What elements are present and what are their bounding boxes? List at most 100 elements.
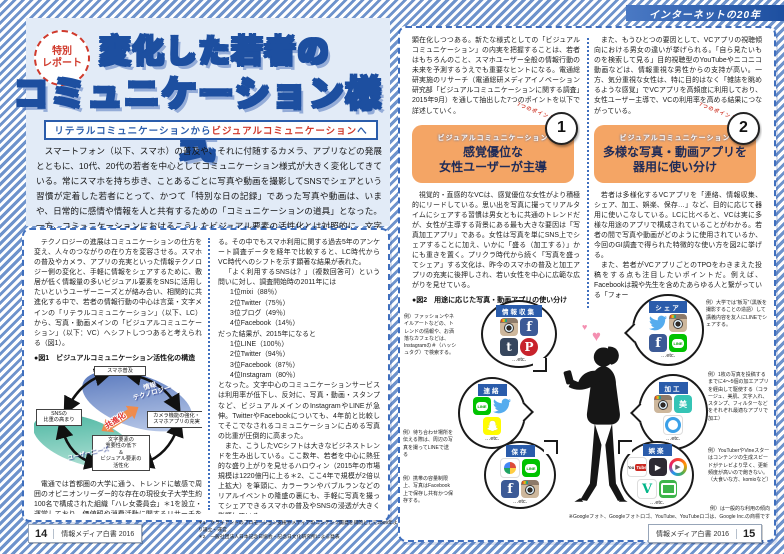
body-paragraph: となった。文字中心のコミュニケーションサービスは利用率が低下し、反対に、写真・動… — [218, 382, 380, 440]
line-icon: LINE — [522, 459, 540, 477]
twitter-icon — [649, 314, 667, 332]
body-paragraph: だった結果が、2015年になると — [218, 330, 316, 338]
bubble-label: 加工 — [658, 382, 688, 394]
bubble-label: 娯楽 — [642, 444, 672, 456]
line-icon: LINE — [669, 334, 687, 352]
facebook-icon: f — [649, 334, 667, 352]
rank-2015-item: 4位Instagram（80％） — [230, 371, 300, 379]
point-number-badge: 1 — [545, 111, 578, 145]
bubble-tail — [533, 358, 547, 372]
point-heading: 感覚優位な 女性ユーザーが主導 — [439, 145, 547, 174]
fig1-node-text-decline: 文字要素の 重要性の低下 ＆ ビジュアル要素の 活性化 — [92, 434, 150, 472]
book-title: 情報メディア白書 2016 — [649, 528, 738, 539]
subtitle-mid: から — [190, 126, 212, 137]
body-paragraph: また、もうひとつの要因として、VCアプリの視聴傾向における男女の違いが挙げられる… — [594, 37, 762, 115]
body-paragraph: 「よく利用するSNSは？」（複数回答可）という問いに対し、調査開始時の2011年… — [218, 269, 380, 287]
point-box-1: 7つのポイント 1 ビジュアルコミュニケーション 感覚優位な 女性ユーザーが主導 — [412, 101, 578, 183]
fig1-node-sns: SNSの 比重の高まり — [36, 408, 82, 426]
etc-label: …etc. — [512, 499, 528, 505]
rank-2015-item: 1位LINE（100％） — [230, 340, 289, 348]
body-paragraph: また、こうしたVCシフトは大きなビジネストレンドを生み出している。ここ数年、若者… — [218, 442, 380, 514]
left-col-1: テクノロジーの進展はコミュニケーションの仕方を変え、人々のつながりの在り方を変容… — [34, 238, 202, 514]
subtitle-prefix: リテラルコミュニケーション — [54, 126, 191, 137]
body-paragraph: 視覚的・直感的なVCは、感覚優位な女性がより積極的にリードしている。思い出を写真… — [412, 191, 580, 290]
body-paragraph: また、若者がVCアプリごとのTPOをわきまえた投稿をする点も注目したいポイントだ… — [594, 262, 762, 300]
snapchat-icon — [483, 417, 501, 435]
page-title-line1: 変化した若者の — [99, 33, 331, 70]
rank-2015-item: 3位Facebook（87％） — [230, 361, 300, 369]
right-article-box: 顕在化しつつある。新たな様式としての「ビジュアルコミュニケーション」の内実を把握… — [398, 26, 776, 542]
body-paragraph: 若者は多様化するVCアプリを「連絡、情報収集、シェア、加工、娯楽、保存…」など、… — [594, 191, 762, 260]
fig1-caption: ●図1 ビジュアルコミュニケーション活性化の構造 — [34, 354, 196, 362]
video-app-icon: ▶ — [649, 458, 667, 476]
subtitle-bar: リテラルコミュニケーションからビジュアルコミュニケーションへ — [44, 120, 378, 140]
bubble-tail — [544, 440, 558, 454]
body-paragraph: 電通では首都圏の大学に通う、トレンドに敏感で周囲のオピニオンリーダー的な存在の現… — [34, 480, 202, 514]
bubble-icons: LINE — [469, 397, 515, 435]
body-paragraph: 顕在化しつつある。新たな様式としての「ビジュアルコミュニケーション」の内実を把握… — [412, 37, 580, 115]
subtitle-accent: ビジュアルコミュニケーション — [211, 126, 358, 137]
column-divider — [587, 38, 589, 308]
green-app-icon — [659, 480, 677, 498]
fig2-note-general: 例）は一般的な利用の傾向 — [709, 506, 770, 512]
right-col-2: また、もうひとつの要因として、VCアプリの視聴傾向における男女の違いが挙げられる… — [594, 36, 762, 320]
beauty-app-icon: 美 — [674, 395, 692, 413]
fig1-node-camera: カメラ機能の強化・ スマホアプリの充実 — [147, 410, 202, 428]
point-box-2: 7つのポイント 2 ビジュアルコミュニケーション 多様な写真・動画アプリを 器用… — [594, 101, 760, 183]
point-number-badge: 2 — [727, 111, 760, 145]
point-tag: ビジュアルコミュニケーション — [619, 135, 731, 143]
twitter-icon — [493, 397, 511, 415]
book-title: 情報メディア白書 2016 — [53, 528, 141, 539]
footnote-2: ＊2 一般社団法人日本記念日協会・記念日文化研究所による発表 — [198, 535, 340, 541]
tumblr-icon: t — [500, 338, 518, 356]
woman-silhouette — [563, 346, 628, 502]
bubble-label: シェア — [649, 301, 687, 313]
fig2-annotation: 例）大学では“板写”（黒板を撮影することの造語）して講義内容を友人にLINEでシ… — [706, 300, 768, 328]
pinterest-icon: P — [520, 338, 538, 356]
facebook-icon: f — [501, 480, 519, 498]
footnotes: ＊1 クライアントのプロモーション支援やメディアのコンテンツ開発を目的として20… — [198, 520, 398, 542]
camera-app-icon — [663, 415, 683, 435]
fig1-node-smartphone: スマホ普及 — [94, 365, 146, 377]
instagram-icon — [500, 318, 518, 336]
fig1-diagram: スマホ普及 カメラ機能の強化・ スマホアプリの充実 文字要素の 重要性の低下 ＆… — [34, 365, 202, 477]
footnote-1: ＊1 クライアントのプロモーション支援やメディアのコンテンツ開発を目的として20… — [198, 521, 398, 534]
etc-label: …etc. — [665, 436, 681, 442]
fig2-annotation: 例）ファッションやネイルアートなどの、トレンドの情報や、お洒落なカフェなどは、I… — [404, 314, 457, 357]
etc-label: …etc. — [649, 500, 665, 506]
bubble-label: 保存 — [505, 445, 535, 457]
rank-2011-item: 3位ブログ（49％） — [230, 310, 290, 318]
instagram-icon — [669, 314, 687, 332]
instagram-icon — [654, 395, 672, 413]
heart-icon: ♥ — [592, 328, 601, 345]
fig2-annotation: 例）1枚の写真を投稿するまでに4〜5個の加工アプリを経由して駆使する（コラージュ… — [708, 372, 769, 422]
rainbow-play-icon: ▶ — [669, 458, 687, 476]
vine-icon: V — [637, 479, 657, 499]
page-number-left: 14 — [35, 527, 48, 540]
section-banner: インターネットの20年 — [626, 5, 784, 21]
line-icon: LINE — [473, 397, 491, 415]
etc-label: …etc. — [511, 357, 527, 363]
bubble-edit: 加工 美 …etc. — [630, 374, 708, 450]
fig2-caption: ●図2 用途に応じた写真・動画アプリの使い分け — [412, 297, 568, 305]
heart-icon: ♥ — [582, 322, 588, 332]
etc-label: …etc. — [660, 353, 676, 359]
rank-2011-item: 1位mixi（88％） — [230, 289, 282, 297]
page-number-right: 15 — [743, 527, 756, 540]
body-paragraph: る。その中でもスマホ利用に関する過去5年のアンケート調査データを経年で比較すると… — [218, 239, 380, 267]
point-tag: ビジュアルコミュニケーション — [437, 135, 549, 143]
left-col-2: る。その中でもスマホ利用に関する過去5年のアンケート調査データを経年で比較すると… — [218, 238, 380, 514]
fig2-annotation: 例）携帯の容量制限上、写真はFacebook上で保存し共有かつ保存する。 — [403, 476, 454, 504]
bubble-label: 情報収集 — [496, 305, 542, 317]
footer-left: 14 情報メディア白書 2016 — [28, 524, 143, 543]
